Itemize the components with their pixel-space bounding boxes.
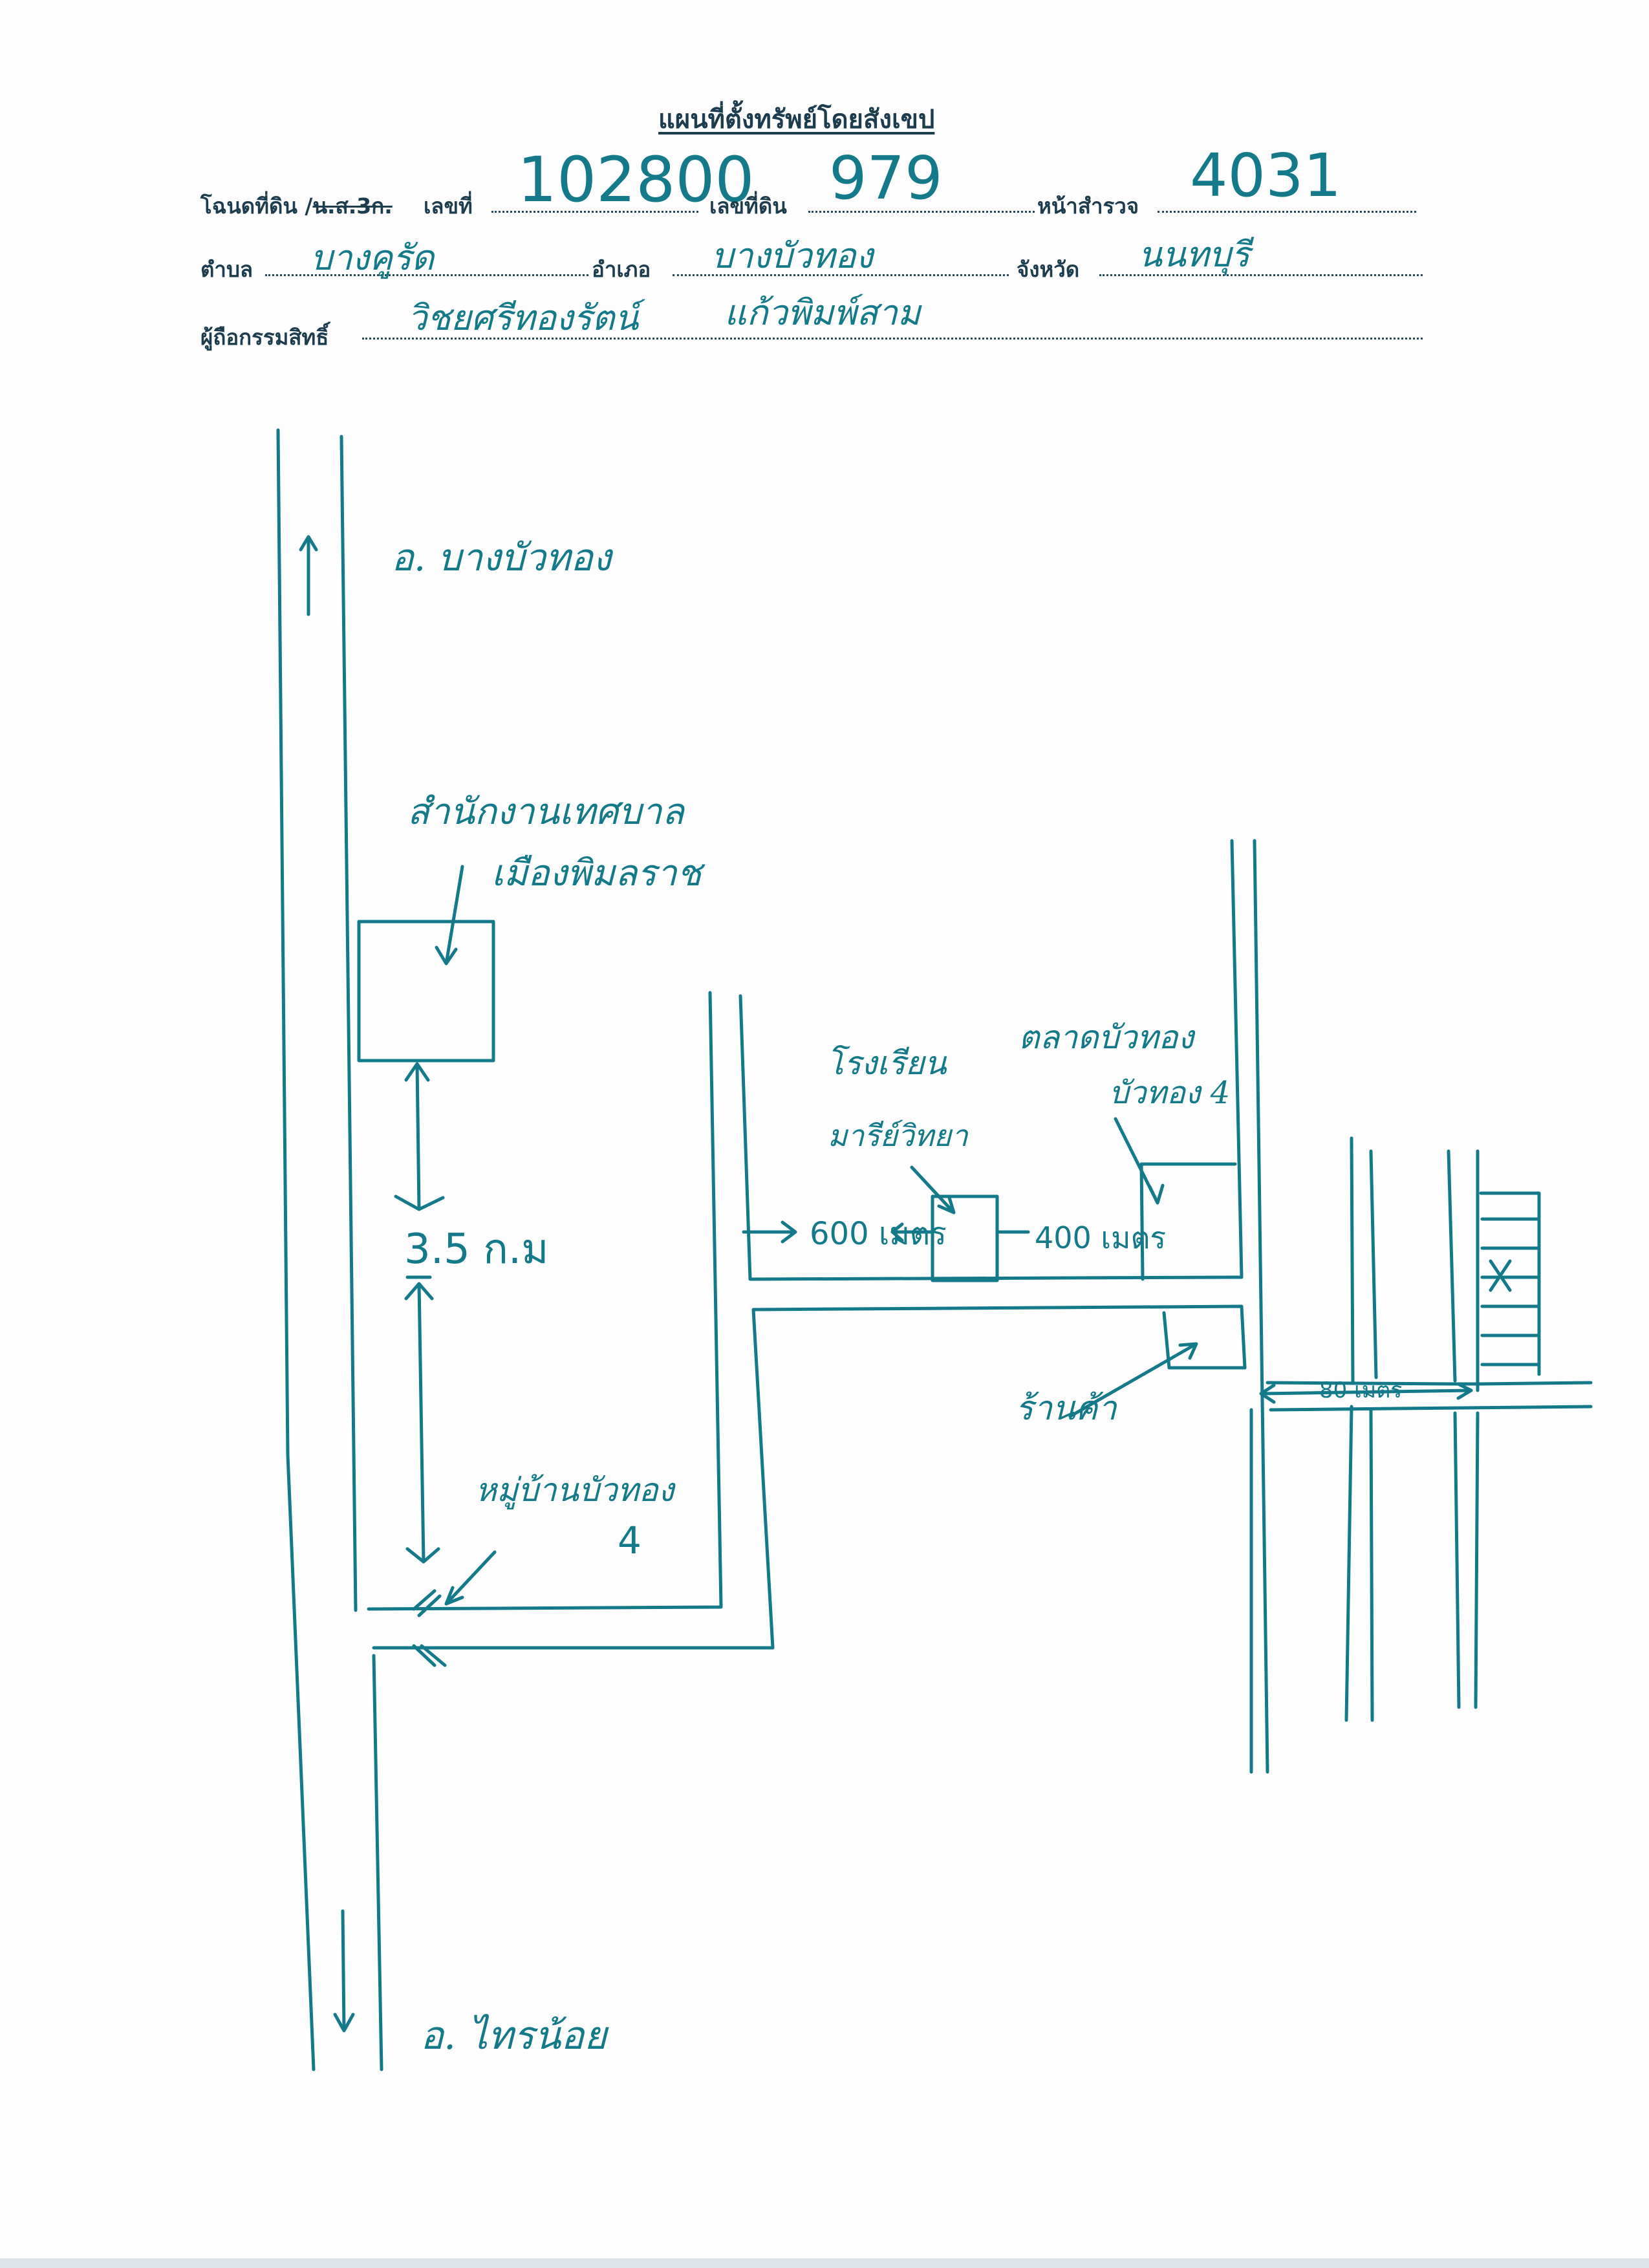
office-pointer-arrow-icon: [435, 865, 464, 966]
deed-number-line: [491, 211, 698, 213]
scan-bottom-edge: [0, 2258, 1649, 2268]
office-label-line1: สำนักงานเทศบาล: [407, 791, 684, 833]
east-road-1: [1344, 1136, 1355, 1722]
cross-road-upper: [1266, 1381, 1593, 1386]
province-label: จังหวัด: [1017, 257, 1080, 282]
land-number: 979: [829, 144, 943, 213]
amphoe-value: บางบัวทอง: [711, 235, 873, 276]
owner-line: [362, 338, 1423, 340]
village-pointer-arrow-icon: [444, 1550, 497, 1606]
province-value: นนทบุรี: [1138, 234, 1250, 275]
survey-page: 4031: [1190, 141, 1342, 210]
village-label-line2: 4: [618, 1518, 641, 1562]
number-label: เลขที่: [424, 193, 473, 219]
south-arrow-icon: [333, 1909, 355, 2033]
market-pointer-arrow-icon: [1114, 1117, 1165, 1205]
shop-pointer-arrow-icon: [1068, 1342, 1198, 1418]
land-number-line: [808, 211, 1035, 213]
amphoe-line: [673, 274, 1009, 276]
page-title: แผนที่ตั้งทรัพย์โดยสังเขป: [658, 105, 935, 135]
branch-road-lower-edge: [372, 1304, 1247, 1650]
school-pointer-arrow-icon: [910, 1165, 956, 1215]
distance-arrow-bottom-icon: [404, 1275, 440, 1564]
tambon-label: ตำบล: [200, 257, 253, 282]
school-box: [931, 1194, 999, 1282]
market-distance-label: 400 เมตร: [1035, 1220, 1167, 1255]
east-road-3: [1447, 1149, 1461, 1709]
main-road-lower-right-edge: [372, 1654, 383, 2071]
market-label-line2: บัวทอง 4: [1109, 1075, 1231, 1111]
school-distance-arrow-icon: [742, 1220, 934, 1244]
distance-arrow-top-icon: [394, 1062, 445, 1211]
tambon-line: [265, 274, 588, 276]
owner-last-name: แก้วพิมพ์สาม: [724, 292, 921, 333]
village-label-line1: หมู่บ้านบัวทอง: [475, 1471, 674, 1509]
ladder-structure-icon: [1479, 1191, 1541, 1376]
survey-page-label: หน้าสำรวจ: [1037, 193, 1139, 219]
deed-number: 102800: [517, 144, 755, 216]
tambon-value: บางคูรัด: [310, 237, 435, 278]
shop-box: [1162, 1311, 1247, 1370]
owner-first-name: วิชยศรีทองรัตน์: [407, 297, 639, 338]
school-label-line1: โรงเรียน: [826, 1044, 947, 1082]
school-label-line2: มารีย์วิทยา: [828, 1118, 968, 1153]
deed-struck-text: น.ส.3ก.: [312, 193, 393, 219]
market-box: [1139, 1162, 1237, 1281]
cross-road-lower: [1269, 1405, 1593, 1412]
east-distance-label: 80 เมตร: [1319, 1377, 1403, 1403]
main-distance-label: 3.5 ก.ม: [404, 1226, 549, 1273]
province-line: [1099, 274, 1423, 276]
east-road-2: [1369, 1149, 1378, 1722]
east-distance-arrow-icon: [1259, 1382, 1473, 1404]
amphoe-label: อำเภอ: [592, 257, 651, 282]
school-distance-label: 600 เมตร: [810, 1216, 947, 1252]
main-road-left-edge: [276, 428, 316, 2071]
south-road-label: อ. ไทรน้อย: [420, 2013, 607, 2058]
branch-road-upper-edge: [367, 991, 723, 1611]
north-arrow-icon: [299, 535, 318, 616]
shop-label: ร้านค้า: [1015, 1389, 1117, 1428]
office-label-line2: เมืองพิมลราช: [491, 852, 702, 894]
municipal-office-box: [357, 920, 495, 1063]
north-road-label: อ. บางบัวทอง: [391, 535, 612, 579]
survey-page-line: [1158, 211, 1416, 213]
owner-label: ผู้ถือกรรมสิทธิ์: [200, 325, 329, 350]
east-road-4: [1474, 1149, 1480, 1709]
main-road-right-edge: [339, 435, 358, 1612]
deed-label: โฉนดที่ดิน /น.ส.3ก.: [200, 189, 393, 223]
east-road-edge-1: [1253, 839, 1269, 1774]
market-label-line1: ตลาดบัวทอง: [1018, 1019, 1194, 1056]
village-gate-icon: [412, 1589, 447, 1667]
land-number-label: เลขที่ดิน: [709, 193, 787, 219]
deed-label-text: โฉนดที่ดิน /: [200, 193, 313, 219]
